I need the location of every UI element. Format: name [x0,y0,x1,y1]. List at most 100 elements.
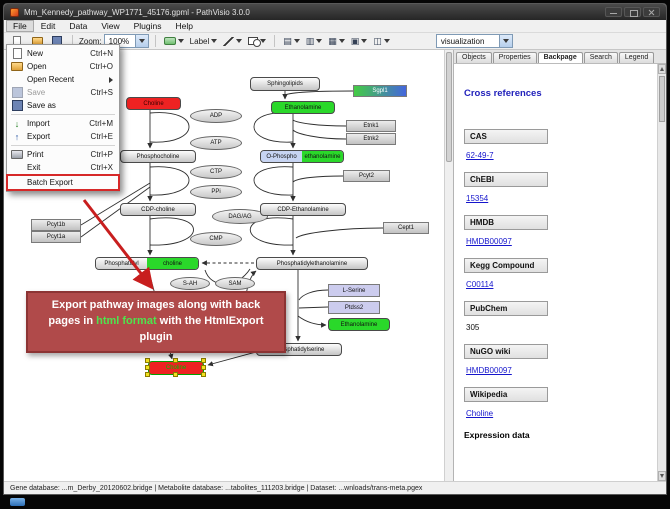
print-icon [11,149,23,160]
dropdown-arrow-icon [383,39,390,43]
visualization-dropdown-arrow-icon[interactable] [498,35,512,47]
export-icon [11,131,23,142]
node-choline-top[interactable]: Choline [126,97,181,110]
label-tool-button[interactable]: Label [188,34,220,49]
node-etnk1[interactable]: Etnk1 [346,120,396,132]
crossref-id-link[interactable]: Choline [466,409,494,418]
scrollbar-thumb[interactable] [659,76,665,122]
minimize-button[interactable] [605,7,622,17]
canvas-vertical-scrollbar[interactable] [444,50,453,481]
node-s-ah[interactable]: S-AH [170,277,210,290]
menu-item-shortcut: Ctrl+N [90,49,113,58]
node-pcyt2[interactable]: Pcyt2 [343,170,390,182]
node-cdp-ethanolamine[interactable]: CDP-Ethanolamine [260,203,346,216]
selection-handle[interactable] [173,372,178,377]
node-cdp-choline[interactable]: CDP-choline [120,203,196,216]
node-phosphocholine[interactable]: Phosphocholine [120,150,196,163]
node-ppi[interactable]: PPi [190,185,242,199]
menu-edit[interactable]: Edit [40,21,56,31]
panel-scrollbar[interactable] [657,64,666,481]
menu-help[interactable]: Help [175,21,193,31]
selection-handle[interactable] [201,358,206,363]
crossref-id-text: 305 [466,323,480,332]
shape-tool-button[interactable] [246,34,268,49]
close-button[interactable] [643,7,660,17]
scrollbar-thumb[interactable] [446,52,452,162]
taskbar-fragment [10,498,25,506]
maximize-button[interactable] [624,7,641,17]
crossref-id-link[interactable]: C00114 [466,280,494,289]
crossref-source-name: Wikipedia [464,387,548,402]
node-sphingolipids[interactable]: Sphingolipids [250,77,320,91]
selection-handle[interactable] [173,358,178,363]
menu-view[interactable]: View [101,21,120,31]
menu-file[interactable]: File [6,20,34,32]
tab-objects[interactable]: Objects [456,52,492,63]
selection-handle[interactable] [201,372,206,377]
node-cept1[interactable]: Cept1 [383,222,429,234]
crossref-id-link[interactable]: 15354 [466,194,489,203]
distribute-button[interactable]: ◫ [371,34,392,49]
node-cmp[interactable]: CMP [190,232,242,246]
tab-search[interactable]: Search [583,52,618,63]
annotation-highlight: html format [96,314,157,327]
datanode-tool-button[interactable] [162,34,186,49]
scroll-up-button[interactable] [658,64,666,74]
visualization-combobox[interactable]: visualization [435,34,513,48]
stack-vertical-button[interactable]: ▦ [326,34,347,49]
tab-properties[interactable]: Properties [492,52,537,63]
selection-handle[interactable] [145,365,150,370]
pathway-canvas[interactable]: Export pathway images along with back pa… [4,50,454,481]
file-menu-item-open-recent[interactable]: Open Recent [8,73,118,86]
align-center-icon: ▤ [283,35,292,46]
stack-horizontal-button[interactable]: ▣ [349,34,370,49]
node-ptdss2[interactable]: Ptdss2 [328,301,380,314]
node-ctp[interactable]: CTP [190,165,242,179]
tab-backpage[interactable]: Backpage [537,52,583,63]
file-menu-item-batch-export[interactable]: Batch Export [6,174,120,191]
menu-item-label: Export [27,132,51,141]
align-center-button[interactable]: ▤ [281,34,302,49]
node-adp[interactable]: ADP [190,109,242,123]
selection-handle[interactable] [145,358,150,363]
menu-data[interactable]: Data [69,21,88,31]
line-tool-button[interactable] [221,34,244,49]
crossref-id-link[interactable]: HMDB00097 [466,237,512,246]
zoom-dropdown-arrow-icon[interactable] [134,35,148,47]
node-dag-ag[interactable]: DAG/AG [212,209,268,224]
node-pcyt1a[interactable]: Pcyt1a [31,231,81,243]
node-sam[interactable]: SAM [215,277,255,290]
node-ethanolamine-top[interactable]: Ethanolamine [271,101,335,114]
scroll-down-button[interactable] [658,471,666,481]
tab-legend[interactable]: Legend [618,52,655,63]
node-atp[interactable]: ATP [190,136,242,150]
dropdown-arrow-icon [260,39,267,43]
selection-handle[interactable] [201,365,206,370]
align-middle-button[interactable]: ▥ [304,34,325,49]
node-pcyt1b[interactable]: Pcyt1b [31,219,81,231]
menu-plugins[interactable]: Plugins [133,21,162,31]
node-sgpl1[interactable]: Sgpl1 [353,85,407,97]
node-l-serine[interactable]: L-Serine [328,284,380,297]
crossref-id-link[interactable]: 62-49-7 [466,151,494,160]
node-phosphatidylethanolamine[interactable]: Phosphatidylethanolamine [256,257,368,270]
file-menu-item-save-as[interactable]: Save as [8,99,118,112]
menu-item-shortcut: Ctrl+O [89,62,113,71]
selection-handle[interactable] [145,372,150,377]
menu-separator [11,145,115,146]
crossref-id-link[interactable]: HMDB00097 [466,366,512,375]
crossref-source-name: CAS [464,129,548,144]
node-etnk2[interactable]: Etnk2 [346,133,396,145]
stack-horizontal-icon: ▣ [350,35,360,46]
node-ethanolamine-right[interactable]: Ethanolamine [328,318,390,331]
